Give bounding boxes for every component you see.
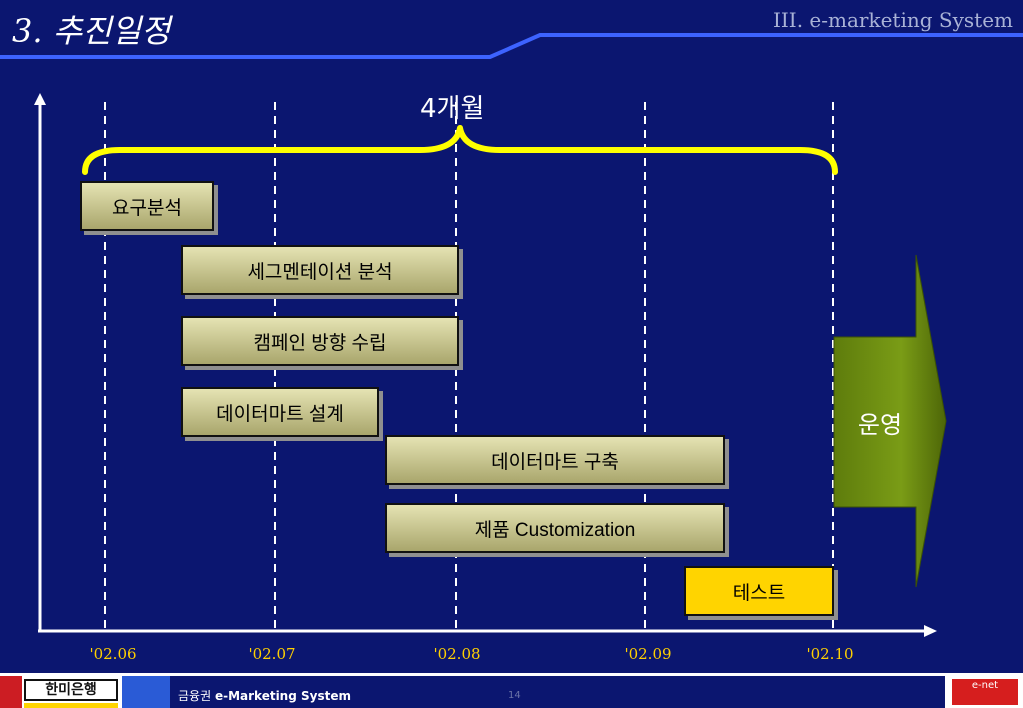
- header-rule: [0, 33, 1023, 59]
- bank-logo-name: 한미은행: [24, 679, 118, 701]
- company-logo-text: e-net: [971, 680, 999, 691]
- page-title: 3. 추진일정: [12, 12, 171, 50]
- operation-arrow-icon: [833, 254, 947, 588]
- tick-label-09: '02.09: [624, 645, 672, 663]
- section-label: III. e-marketing System: [773, 8, 1013, 32]
- task-test: 테스트: [684, 566, 834, 616]
- task-requirements-analysis: 요구분석: [80, 181, 214, 231]
- task-segmentation-analysis: 세그멘테이션 분석: [181, 245, 459, 295]
- bank-logo-red-block: [0, 676, 22, 708]
- duration-label: 4개월: [420, 94, 485, 124]
- footer-title-bold: e-Marketing System: [214, 689, 351, 703]
- task-product-customization: 제품 Customization: [385, 503, 725, 553]
- operation-label: 운영: [857, 411, 903, 439]
- page-number: 14: [508, 690, 521, 701]
- duration-brace: [82, 125, 838, 175]
- task-datamart-build: 데이터마트 구축: [385, 435, 725, 485]
- task-datamart-design: 데이터마트 설계: [181, 387, 379, 437]
- y-axis-arrow-icon: [34, 93, 46, 105]
- footer-bar: [170, 676, 945, 708]
- tick-label-10: '02.10: [806, 645, 854, 663]
- x-axis-arrow-icon: [924, 625, 937, 637]
- footer-title: 금융권 e-Marketing System: [178, 687, 351, 704]
- bank-logo: 한미은행: [0, 676, 170, 708]
- task-campaign-direction: 캠페인 방향 수립: [181, 316, 459, 366]
- tick-label-07: '02.07: [248, 645, 296, 663]
- company-logo: e-net: [952, 679, 1018, 705]
- bank-logo-blue-block: [122, 676, 170, 708]
- bank-logo-yellow-stripe: [24, 703, 118, 708]
- tick-label-06: '02.06: [89, 645, 137, 663]
- tick-label-08: '02.08: [433, 645, 481, 663]
- footer-title-prefix: 금융권: [178, 689, 212, 703]
